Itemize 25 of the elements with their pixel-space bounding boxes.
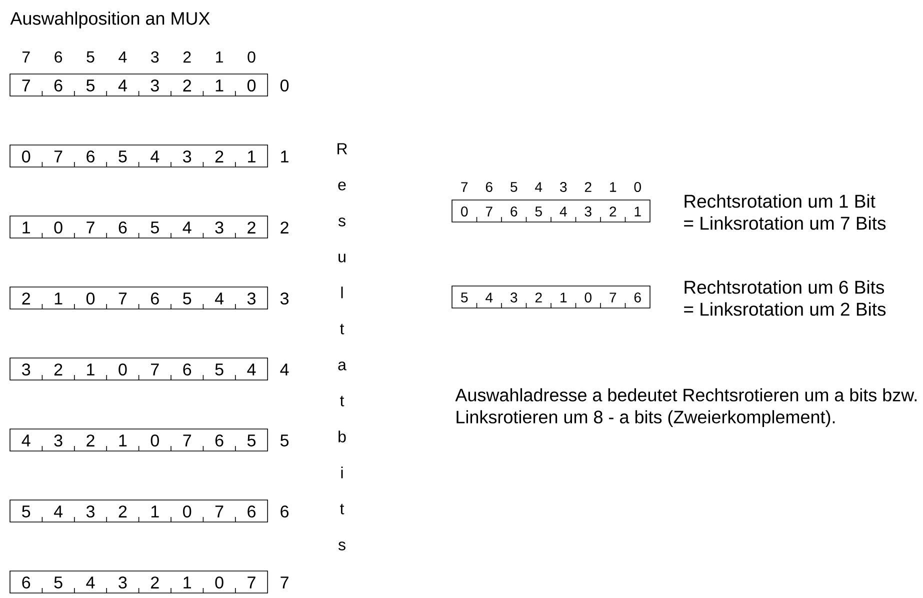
row-number: 5 (280, 434, 289, 446)
vertical-label: Resultatbits (338, 143, 348, 550)
register-box: 5 4 3 2 1 0 7 6 (452, 286, 650, 308)
register-box: 4 3 2 1 0 7 6 5 (10, 428, 268, 452)
row-number: 7 (280, 576, 288, 588)
row-number: 6 (280, 505, 288, 518)
row-number: 4 (280, 364, 289, 376)
node-label: Rechtsrotation um 1 Bit (684, 194, 876, 208)
register-box: 5 4 3 2 1 0 7 6 (10, 500, 268, 522)
row-number: 3 (280, 292, 288, 305)
register-box: 3 2 1 0 7 6 5 4 (10, 358, 268, 380)
register-box: 2 1 0 7 6 5 4 3 (10, 286, 268, 310)
register-box: 1 0 7 6 5 4 3 2 (10, 216, 268, 238)
register-box: 7 6 5 4 3 2 1 0 (10, 74, 268, 96)
node-label: = Linksrotation um 7 Bits (684, 216, 886, 230)
node-label: Rechtsrotation um 6 Bits (684, 280, 884, 294)
node-label: = Linksrotation um 2 Bits (684, 302, 886, 316)
register-box: 0 7 6 5 4 3 2 1 (10, 144, 268, 168)
row-number: 2 (280, 222, 288, 234)
note: Auswahladresse a bedeutet Rechtsrotieren um a bits bzw. Linksrotieren um 8 - a bits (Zweierkomplement). (455, 388, 916, 427)
register-box: 0 7 6 5 4 3 2 1 (452, 200, 650, 222)
row-number: 1 (281, 150, 288, 162)
heading: Auswahlposition an MUX (10, 12, 210, 28)
register-box: 6 5 4 3 2 1 0 7 (10, 570, 268, 594)
row-number: 0 (280, 79, 289, 92)
